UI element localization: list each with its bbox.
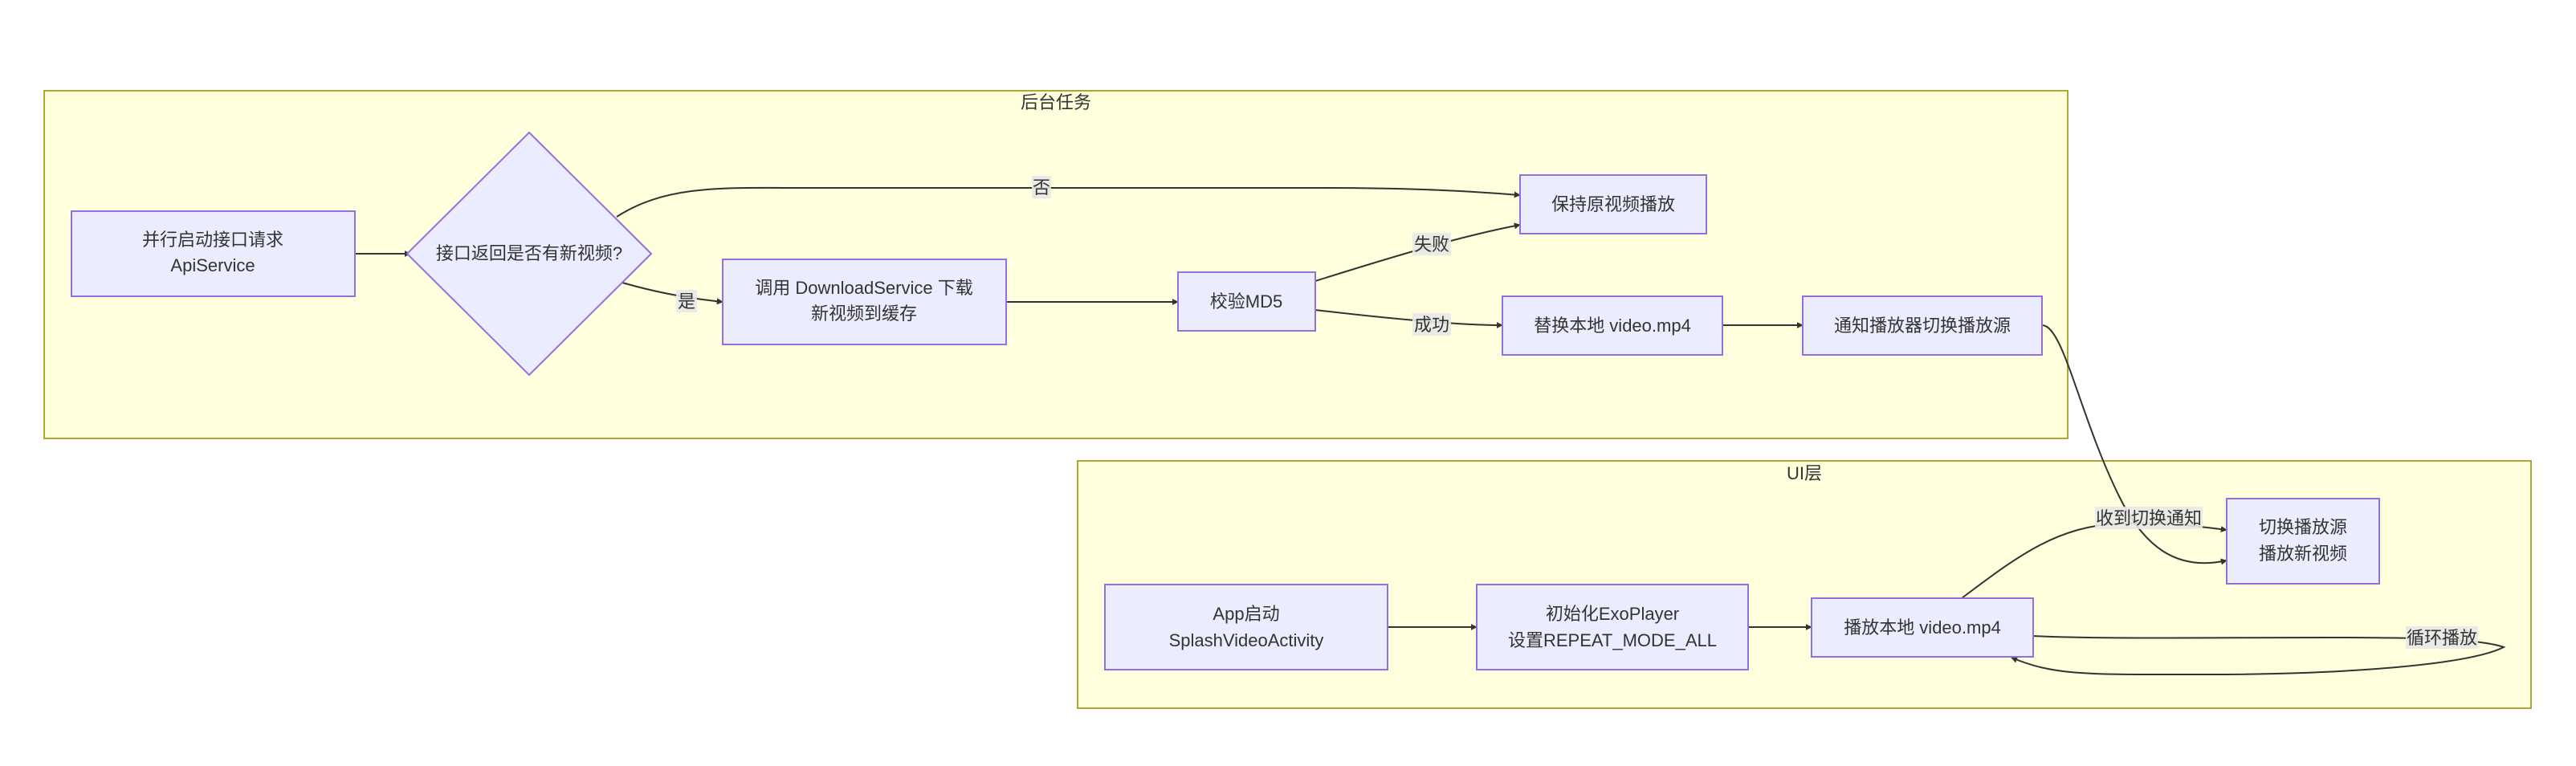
- edge-label-fail-text: 失败: [1414, 234, 1449, 255]
- node-app-start-box: [1104, 584, 1388, 670]
- node-init-exoplayer-box: [1476, 584, 1749, 670]
- node-switch-source-line1: 切换播放源: [2259, 517, 2347, 537]
- node-download-service-box: [722, 259, 1007, 345]
- node-verify-md5-label: 校验MD5: [1210, 291, 1282, 312]
- node-init-exoplayer-line2: 设置REPEAT_MODE_ALL: [1508, 630, 1717, 650]
- edge-label-success: 成功: [1412, 313, 1451, 336]
- node-notify-player-box: [1802, 295, 2043, 356]
- node-api-request-box: [71, 210, 356, 297]
- node-switch-source-box: [2226, 498, 2380, 585]
- node-app-start: App启动 SplashVideoActivity: [1104, 584, 1388, 670]
- node-replace-video: 替换本地 video.mp4: [1502, 295, 1723, 356]
- node-play-local-video-box: [1811, 597, 2034, 658]
- node-download-service: 调用 DownloadService 下载 新视频到缓存: [722, 259, 1007, 345]
- edge-label-loop-bg: [2406, 626, 2478, 649]
- edges: [355, 186, 2506, 676]
- node-keep-original-label: 保持原视频播放: [1551, 194, 1675, 214]
- node-new-video-decision: 接口返回是否有新视频?: [406, 131, 653, 377]
- node-new-video-decision-label: 接口返回是否有新视频?: [436, 243, 622, 263]
- edge-label-loop: 循环播放: [2406, 626, 2478, 649]
- edge-label-success-bg: [1412, 313, 1451, 336]
- edge-play-loop: [2011, 635, 2506, 676]
- node-init-exoplayer-line1: 初始化ExoPlayer: [1546, 604, 1679, 624]
- node-api-request-line1: 并行启动接口请求: [142, 230, 283, 250]
- node-init-exoplayer: 初始化ExoPlayer 设置REPEAT_MODE_ALL: [1476, 584, 1749, 670]
- edge-label-no-bg: [1032, 176, 1051, 198]
- edge-label-received-bg: [2095, 507, 2203, 529]
- node-notify-player-label: 通知播放器切换播放源: [1834, 316, 2011, 336]
- cluster-ui-layer-title: UI层: [1787, 463, 1822, 483]
- node-verify-md5: 校验MD5: [1177, 271, 1316, 332]
- node-app-start-line1: App启动: [1213, 604, 1279, 624]
- edge-notify-to-switch: [2041, 324, 2228, 565]
- edge-label-yes: 是: [676, 290, 697, 312]
- node-replace-video-box: [1502, 295, 1723, 356]
- cluster-background-tasks: 后台任务: [43, 90, 2069, 439]
- edge-label-received: 收到切换通知: [2095, 507, 2203, 529]
- node-download-service-line2: 新视频到缓存: [811, 304, 917, 324]
- node-switch-source: 切换播放源 播放新视频: [2226, 498, 2380, 585]
- edge-label-yes-bg: [676, 290, 697, 312]
- node-notify-player: 通知播放器切换播放源: [1802, 295, 2043, 356]
- node-verify-md5-box: [1177, 271, 1316, 332]
- node-keep-original-box: [1519, 174, 1707, 234]
- edge-decision-to-download: [622, 282, 723, 305]
- edge-label-success-text: 成功: [1414, 315, 1449, 335]
- edge-label-fail-bg: [1412, 233, 1451, 255]
- node-switch-source-line2: 播放新视频: [2259, 544, 2347, 564]
- edge-label-yes-text: 是: [678, 291, 695, 312]
- node-play-local-video-label: 播放本地 video.mp4: [1844, 617, 2001, 638]
- node-new-video-decision-diamond: [406, 131, 653, 377]
- node-download-service-line1: 调用 DownloadService 下载: [755, 278, 972, 298]
- edge-label-loop-text: 循环播放: [2407, 628, 2477, 648]
- edge-label-no-text: 否: [1033, 177, 1050, 198]
- node-keep-original: 保持原视频播放: [1519, 174, 1707, 234]
- node-api-request: 并行启动接口请求 ApiService: [71, 210, 356, 297]
- edge-label-fail: 失败: [1412, 233, 1451, 255]
- edge-label-received-text: 收到切换通知: [2096, 508, 2202, 528]
- node-play-local-video: 播放本地 video.mp4: [1811, 597, 2034, 658]
- edge-decision-to-keep: [616, 186, 1521, 218]
- edge-label-no: 否: [1032, 176, 1051, 198]
- node-replace-video-label: 替换本地 video.mp4: [1534, 316, 1691, 336]
- cluster-background-tasks-title: 后台任务: [1021, 92, 1091, 112]
- node-app-start-line2: SplashVideoActivity: [1169, 630, 1324, 650]
- cluster-background-tasks-frame: [43, 90, 2069, 439]
- node-api-request-line2: ApiService: [170, 255, 255, 275]
